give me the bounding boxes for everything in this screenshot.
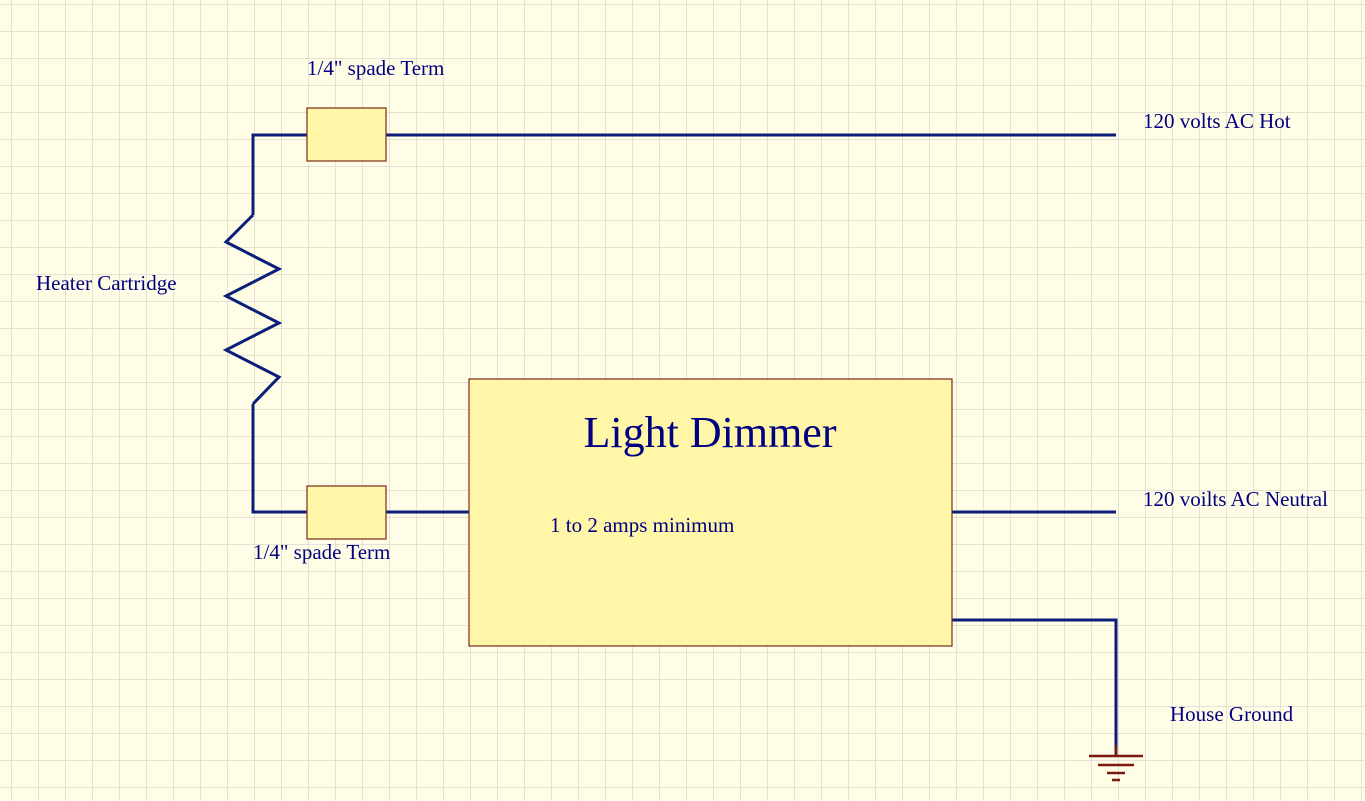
ground-wire	[952, 618, 1118, 755]
heater-resistor	[222, 213, 283, 406]
top-terminal-label: 1/4" spade Term	[307, 56, 444, 80]
ground-label: House Ground	[1170, 702, 1294, 726]
heater-label: Heater Cartridge	[36, 271, 177, 295]
neutral-label: 120 voilts AC Neutral	[1143, 487, 1328, 511]
top-spade-terminal	[306, 107, 387, 162]
dimmer-title: Light Dimmer	[584, 408, 837, 457]
light-dimmer-box	[468, 378, 953, 647]
bottom-left-wire	[251, 404, 307, 514]
ground-icon	[1089, 745, 1143, 782]
hot-label: 120 volts AC Hot	[1143, 109, 1291, 133]
dimmer-note: 1 to 2 amps minimum	[550, 513, 734, 537]
bottom-terminal-label: 1/4" spade Term	[253, 540, 390, 564]
bottom-spade-terminal	[306, 485, 387, 540]
top-left-wire	[251, 133, 307, 215]
